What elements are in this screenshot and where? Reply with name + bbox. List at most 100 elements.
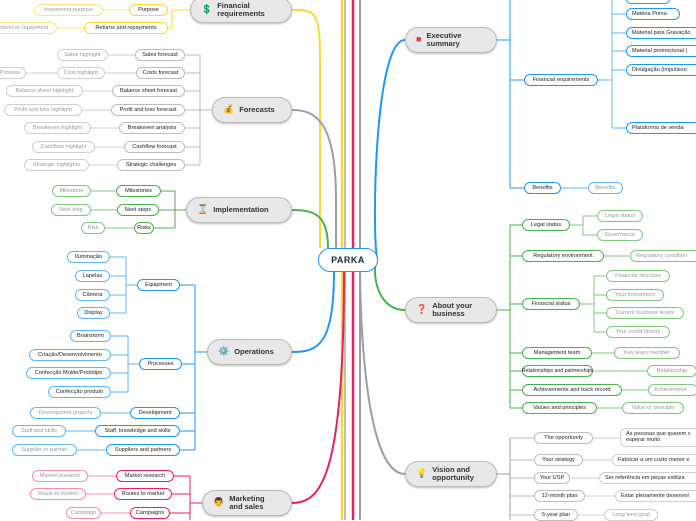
leaf-camera[interactable]: Câmera <box>75 289 110 301</box>
node-staff-knowledge[interactable]: Staff, knowledge and skills <box>95 425 180 437</box>
leaf-long-term-goal[interactable]: Long term goal <box>604 509 658 521</box>
leaf-next-step[interactable]: Next step <box>51 204 91 216</box>
node-management-team[interactable]: Management team <box>522 347 592 359</box>
node-sales-forecast[interactable]: Sales forecast <box>135 49 185 61</box>
branch-implementation[interactable]: ⌛ Implementation <box>186 197 292 223</box>
leaf-risk[interactable]: Risk <box>81 222 105 234</box>
leaf-route-to-market[interactable]: Route to market <box>30 488 86 500</box>
node-cashflow-forecast[interactable]: Cashflow forecast <box>124 141 185 153</box>
root-node[interactable]: PARKA <box>318 248 378 272</box>
leaf-usp-text[interactable]: Ser referência em peças estiliza <box>599 472 696 484</box>
node-5-year-plan[interactable]: 5-year plan <box>534 509 578 521</box>
leaf-investment-purpose[interactable]: Investment purpose <box>34 4 103 16</box>
node-risks[interactable]: Risks <box>134 222 154 234</box>
node-values-principles[interactable]: Values and principles <box>522 402 597 414</box>
leaf-credit-history[interactable]: Your credit history <box>606 326 670 338</box>
leaf-cashflow-highlight[interactable]: Cashflow highlight <box>32 141 95 153</box>
branch-title: Operations <box>234 346 274 356</box>
leaf-market-research[interactable]: Market research <box>32 470 88 482</box>
node-legal-status[interactable]: Legal status <box>522 219 570 231</box>
node-12-month-plan[interactable]: 12-month plan <box>534 490 585 502</box>
branch-title: Vision and opportunity <box>432 464 474 482</box>
leaf-benefits[interactable]: Benefits <box>588 182 623 194</box>
leaf-criacao-desenvolvimento[interactable]: Criação/Desenvolvimento <box>29 349 111 361</box>
branch-financial-requirements[interactable]: 💲 Financial requirements <box>190 0 292 23</box>
node-milestones[interactable]: Milestones <box>116 185 161 197</box>
branch-executive-summary[interactable]: ■ Executive summary <box>405 27 497 53</box>
node-financial-requirements[interactable]: Financial requirements <box>524 74 598 86</box>
leaf-lapelas[interactable]: Lapelas <box>75 270 110 282</box>
leaf-strategic-highlights[interactable]: Strategic highlights <box>24 159 89 171</box>
branch-title: Implementation <box>213 204 269 214</box>
leaf-legal-status[interactable]: Legal status <box>597 210 643 222</box>
leaf-process[interactable]: Process <box>0 67 26 79</box>
node-materia-prima[interactable]: Matéria Prima <box>626 8 680 20</box>
branch-operations[interactable]: ⚙️ Operations <box>207 339 292 365</box>
leaf-campaign[interactable]: Campaign <box>66 507 101 519</box>
leaf-supplier-partner[interactable]: Supplier or partner <box>12 444 77 456</box>
node-achievements[interactable]: Achievements and track record <box>522 384 622 396</box>
leaf-milestone[interactable]: Milestone <box>52 185 91 197</box>
node-equipment[interactable]: Equipment <box>137 279 180 291</box>
leaf-your-investment[interactable]: Your investment <box>606 289 664 301</box>
leaf-sales-highlight[interactable]: Sales highlight <box>57 49 108 61</box>
node-processes[interactable]: Processes <box>139 358 182 370</box>
leaf-display[interactable]: Display <box>77 307 110 319</box>
node-returns[interactable]: Returns and repayments <box>84 22 168 34</box>
leaf-staff-skills[interactable]: Staff and skills <box>12 425 66 437</box>
leaf-brainstorm[interactable]: Brainstorm <box>70 330 111 342</box>
branch-about-business[interactable]: ❓ About your business <box>405 297 497 323</box>
node-material-promocional[interactable]: Material promocional ( <box>626 45 696 57</box>
node-financial-status[interactable]: Financial status <box>522 298 580 310</box>
node-costs-forecast[interactable]: Costs forecast <box>136 67 185 79</box>
node-plataforma-venda[interactable]: Plataforma de venda <box>626 122 696 134</box>
branch-vision-opportunity[interactable]: 💡 Vision and opportunity <box>405 461 497 487</box>
node-next-steps[interactable]: Next steps <box>117 204 159 216</box>
leaf-breakeven-highlight[interactable]: Breakeven highlight <box>24 122 91 134</box>
node-the-opportunity[interactable]: The opportunity <box>534 432 593 444</box>
leaf-cost-highlight[interactable]: Cost highlight <box>57 67 105 79</box>
person-icon: 👨 <box>213 497 225 508</box>
leaf-12-month-text[interactable]: Estar plenamente desenvol <box>615 490 696 502</box>
node-routes-to-market[interactable]: Routes to market <box>114 488 172 500</box>
node-strategic-challenges[interactable]: Strategic challenges <box>117 159 185 171</box>
leaf-regulatory-condition[interactable]: Regulatory condition <box>630 250 696 262</box>
leaf-relationship[interactable]: Relationship <box>647 365 696 377</box>
branch-forecasts[interactable]: 💰 Forecasts <box>212 97 292 123</box>
node-balance-sheet-forecast[interactable]: Balance sheet forecast <box>112 85 185 97</box>
node-breakeven-analysis[interactable]: Breakeven analysis <box>119 122 185 134</box>
leaf-return-repayment[interactable]: Return or repayment <box>0 22 57 34</box>
leaf-value-principle[interactable]: Value or principle <box>622 402 684 414</box>
node-your-usp[interactable]: Your USP <box>534 472 570 484</box>
dollar-icon: 💲 <box>201 4 213 15</box>
leaf-current-business-levels[interactable]: Current business levels <box>606 307 684 319</box>
node-suppliers-partners[interactable]: Suppliers and partners <box>106 444 180 456</box>
leaf-opportunity-text[interactable]: As pessoas que querem c esperar muito <box>620 428 696 447</box>
node-campaigns[interactable]: Campaigns <box>130 507 170 519</box>
leaf-iluminacao[interactable]: Iluminação <box>67 251 110 263</box>
node-regulatory-environment[interactable]: Regulatory environment <box>522 250 604 262</box>
leaf-achievement[interactable]: Achievement <box>648 384 696 396</box>
leaf-financial-structure[interactable]: Financial structure <box>606 270 670 282</box>
money-bag-icon: 💰 <box>223 104 235 115</box>
leaf-balance-sheet-highlight[interactable]: Balance sheet highlight <box>6 85 83 97</box>
node-material-gravacao[interactable]: Material para Gravação <box>626 27 696 39</box>
node-fin-top-partial[interactable] <box>626 0 670 4</box>
branch-marketing-sales[interactable]: 👨 Marketing and sales <box>202 490 292 516</box>
node-benefits[interactable]: Benefits <box>524 182 561 194</box>
leaf-development-projects[interactable]: Development projects <box>30 407 101 419</box>
node-development[interactable]: Development <box>130 407 180 419</box>
node-profit-loss-forecast[interactable]: Profit and loss forecast <box>111 104 185 116</box>
leaf-governance[interactable]: Governance <box>597 229 643 241</box>
leaf-confeccao-produto[interactable]: Confecção produto <box>48 386 111 398</box>
leaf-confeccao-molde[interactable]: Confecção Molde/Protótipo <box>26 367 111 379</box>
leaf-profit-loss-highlight[interactable]: Profit and loss highlight <box>4 104 82 116</box>
node-relationships[interactable]: Relationships and partnerships <box>522 365 593 377</box>
leaf-strategy-text[interactable]: Fabricar a um custo menor e <box>612 454 696 466</box>
node-purpose[interactable]: Purpose <box>129 4 168 16</box>
node-divulgacao[interactable]: Divulgação (impulsion <box>626 64 696 76</box>
node-your-strategy[interactable]: Your strategy <box>534 454 583 466</box>
leaf-key-team-member[interactable]: Key team member <box>614 347 680 359</box>
gear-icon: ⚙️ <box>218 346 230 357</box>
node-market-research[interactable]: Market research <box>116 470 174 482</box>
